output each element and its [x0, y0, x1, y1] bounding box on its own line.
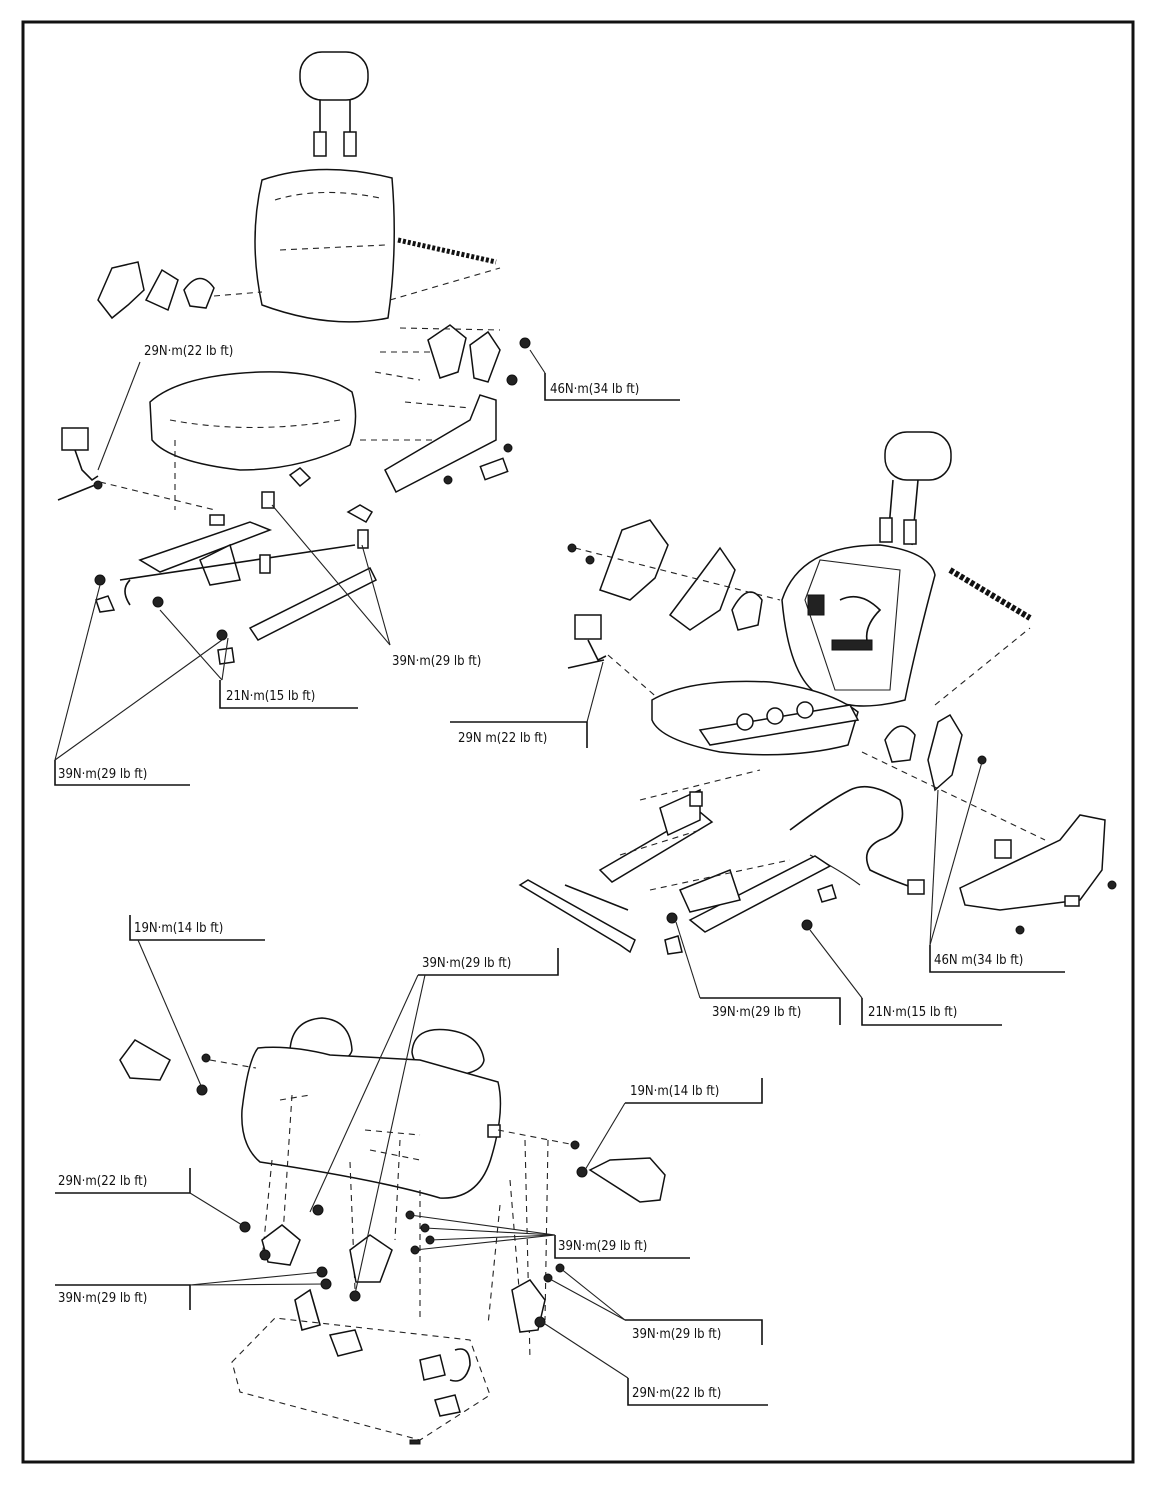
leaders-front-right — [450, 661, 1065, 1026]
recliner-cover-1 — [97, 261, 145, 320]
torque-label-8: 39N·m(29 lb ft) — [712, 1005, 801, 1020]
torque-label-12: 19N·m(14 lb ft) — [630, 1084, 719, 1099]
front-seat-left-assembly — [57, 51, 531, 665]
headrest-left — [299, 51, 369, 157]
recliner-hinge-left — [427, 324, 467, 379]
torque-label-3: 39N·m(29 lb ft) — [392, 654, 481, 669]
seatback-left — [254, 168, 395, 323]
torque-label-1: 29N·m(22 lb ft) — [144, 344, 233, 359]
seat-side-rail-right — [959, 814, 1106, 911]
rear-hinge-bracket-left — [119, 1039, 171, 1081]
torque-label-6: 29N m(22 lb ft) — [458, 731, 547, 746]
rear-seat-floor-frame — [231, 1317, 491, 1441]
torque-label-2: 46N·m(34 lb ft) — [550, 382, 639, 397]
recliner-hinge-right — [884, 725, 916, 763]
front-seat-right-assembly — [518, 431, 1117, 955]
torque-label-15: 39N·m(29 lb ft) — [58, 1291, 147, 1306]
seat-front-bar — [518, 879, 636, 954]
torque-label-4: 21N·m(15 lb ft) — [226, 689, 315, 704]
seatbelt-buckle-left — [57, 427, 103, 501]
seat-side-rail-left — [384, 394, 497, 494]
recliner-cover-right-2 — [668, 546, 736, 631]
leaders-rear — [55, 915, 768, 1406]
torque-label-17: 29N·m(22 lb ft) — [632, 1386, 721, 1401]
seat-adjuster-rail-right-2 — [688, 855, 832, 933]
recliner-cover-right-1 — [599, 519, 669, 601]
torque-label-7: 46N m(34 lb ft) — [934, 953, 1023, 968]
recliner-cover-right-3 — [731, 591, 763, 631]
torque-label-16: 39N·m(29 lb ft) — [632, 1327, 721, 1342]
torque-label-13: 29N·m(22 lb ft) — [58, 1174, 147, 1189]
seatback-bar — [397, 237, 497, 265]
recliner-cover-3 — [183, 277, 215, 309]
rear-hinge-bracket-right — [588, 1157, 666, 1203]
leaders-front-left — [54, 349, 680, 786]
diagram-frame — [21, 20, 1135, 1464]
torque-label-10: 19N·m(14 lb ft) — [134, 921, 223, 936]
seat-cushion-left — [149, 371, 357, 471]
seat-adjuster-rail-2 — [248, 566, 378, 641]
seatbelt-buckle-right — [574, 614, 602, 640]
seat-adjuster-rail-1 — [138, 521, 273, 573]
headrest-right — [884, 431, 952, 481]
seat-wiring-harness — [789, 785, 921, 891]
rear-seat-assembly — [119, 1017, 666, 1445]
torque-label-5: 39N·m(29 lb ft) — [58, 767, 147, 782]
seatback-right — [781, 544, 936, 707]
torque-label-11: 39N·m(29 lb ft) — [422, 956, 511, 971]
torque-label-14: 39N·m(29 lb ft) — [558, 1239, 647, 1254]
rear-belt-anchor-center — [349, 1234, 393, 1283]
recliner-cover-2 — [144, 268, 179, 312]
torque-label-9: 21N·m(15 lb ft) — [868, 1005, 957, 1020]
rear-seatback — [241, 1046, 502, 1199]
